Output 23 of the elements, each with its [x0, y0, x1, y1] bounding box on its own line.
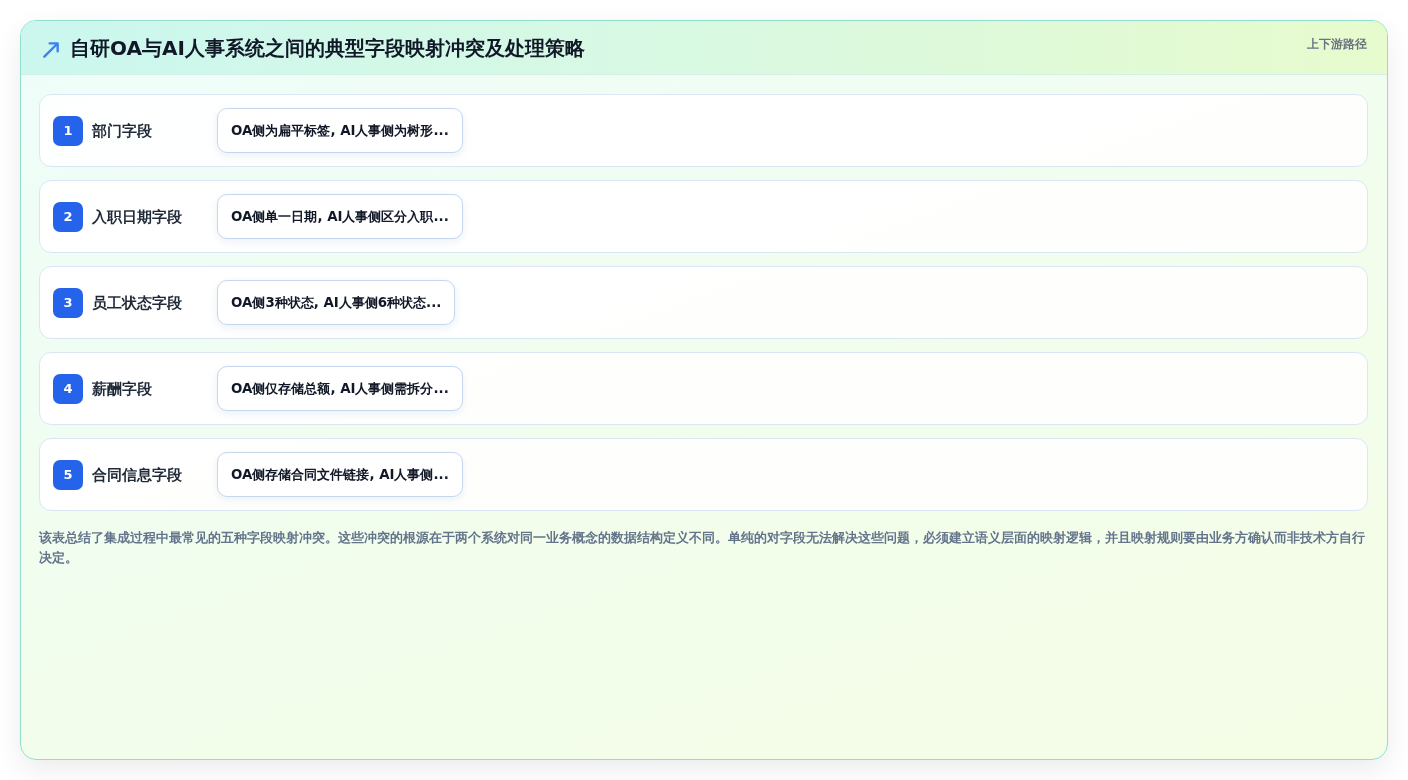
- field-name: 入职日期字段: [92, 208, 182, 227]
- field-name: 合同信息字段: [92, 466, 182, 485]
- row-card: [39, 180, 1368, 253]
- description-box: OA侧存储合同文件链接, AI人事侧...: [217, 452, 463, 497]
- description-box: OA侧仅存储总额, AI人事侧需拆分...: [217, 366, 463, 411]
- number-badge: 2: [53, 202, 83, 232]
- row-card: [39, 438, 1368, 511]
- number-badge: 1: [53, 116, 83, 146]
- number-badge: 4: [53, 374, 83, 404]
- description-box: OA侧3种状态, AI人事侧6种状态...: [217, 280, 456, 325]
- caption: 该表总结了集成过程中最常见的五种字段映射冲突。这些冲突的根源在于两个系统对同一业务概念的数据结构定义不同。单纯的对字段无法解决这些问题，必须建立语义层面的映射逻辑，并且映射规则要由业务方确认而非技术方自行决定。: [39, 529, 1366, 567]
- number-badge: 5: [53, 460, 83, 490]
- title: 自研OA与AI人事系统之间的典型字段映射冲突及处理策略: [70, 35, 585, 61]
- field-name: 部门字段: [92, 122, 152, 141]
- field-name: 员工状态字段: [92, 294, 182, 313]
- row-card: [39, 352, 1368, 425]
- row-card: [39, 94, 1368, 167]
- field-name: 薪酬字段: [92, 380, 152, 399]
- description-box: OA侧为扁平标签, AI人事侧为树形...: [217, 108, 463, 153]
- description-box: OA侧单一日期, AI人事侧区分入职...: [217, 194, 463, 239]
- header-note: 上下游路径: [1307, 36, 1367, 52]
- row-card: [39, 266, 1368, 339]
- number-badge: 3: [53, 288, 83, 318]
